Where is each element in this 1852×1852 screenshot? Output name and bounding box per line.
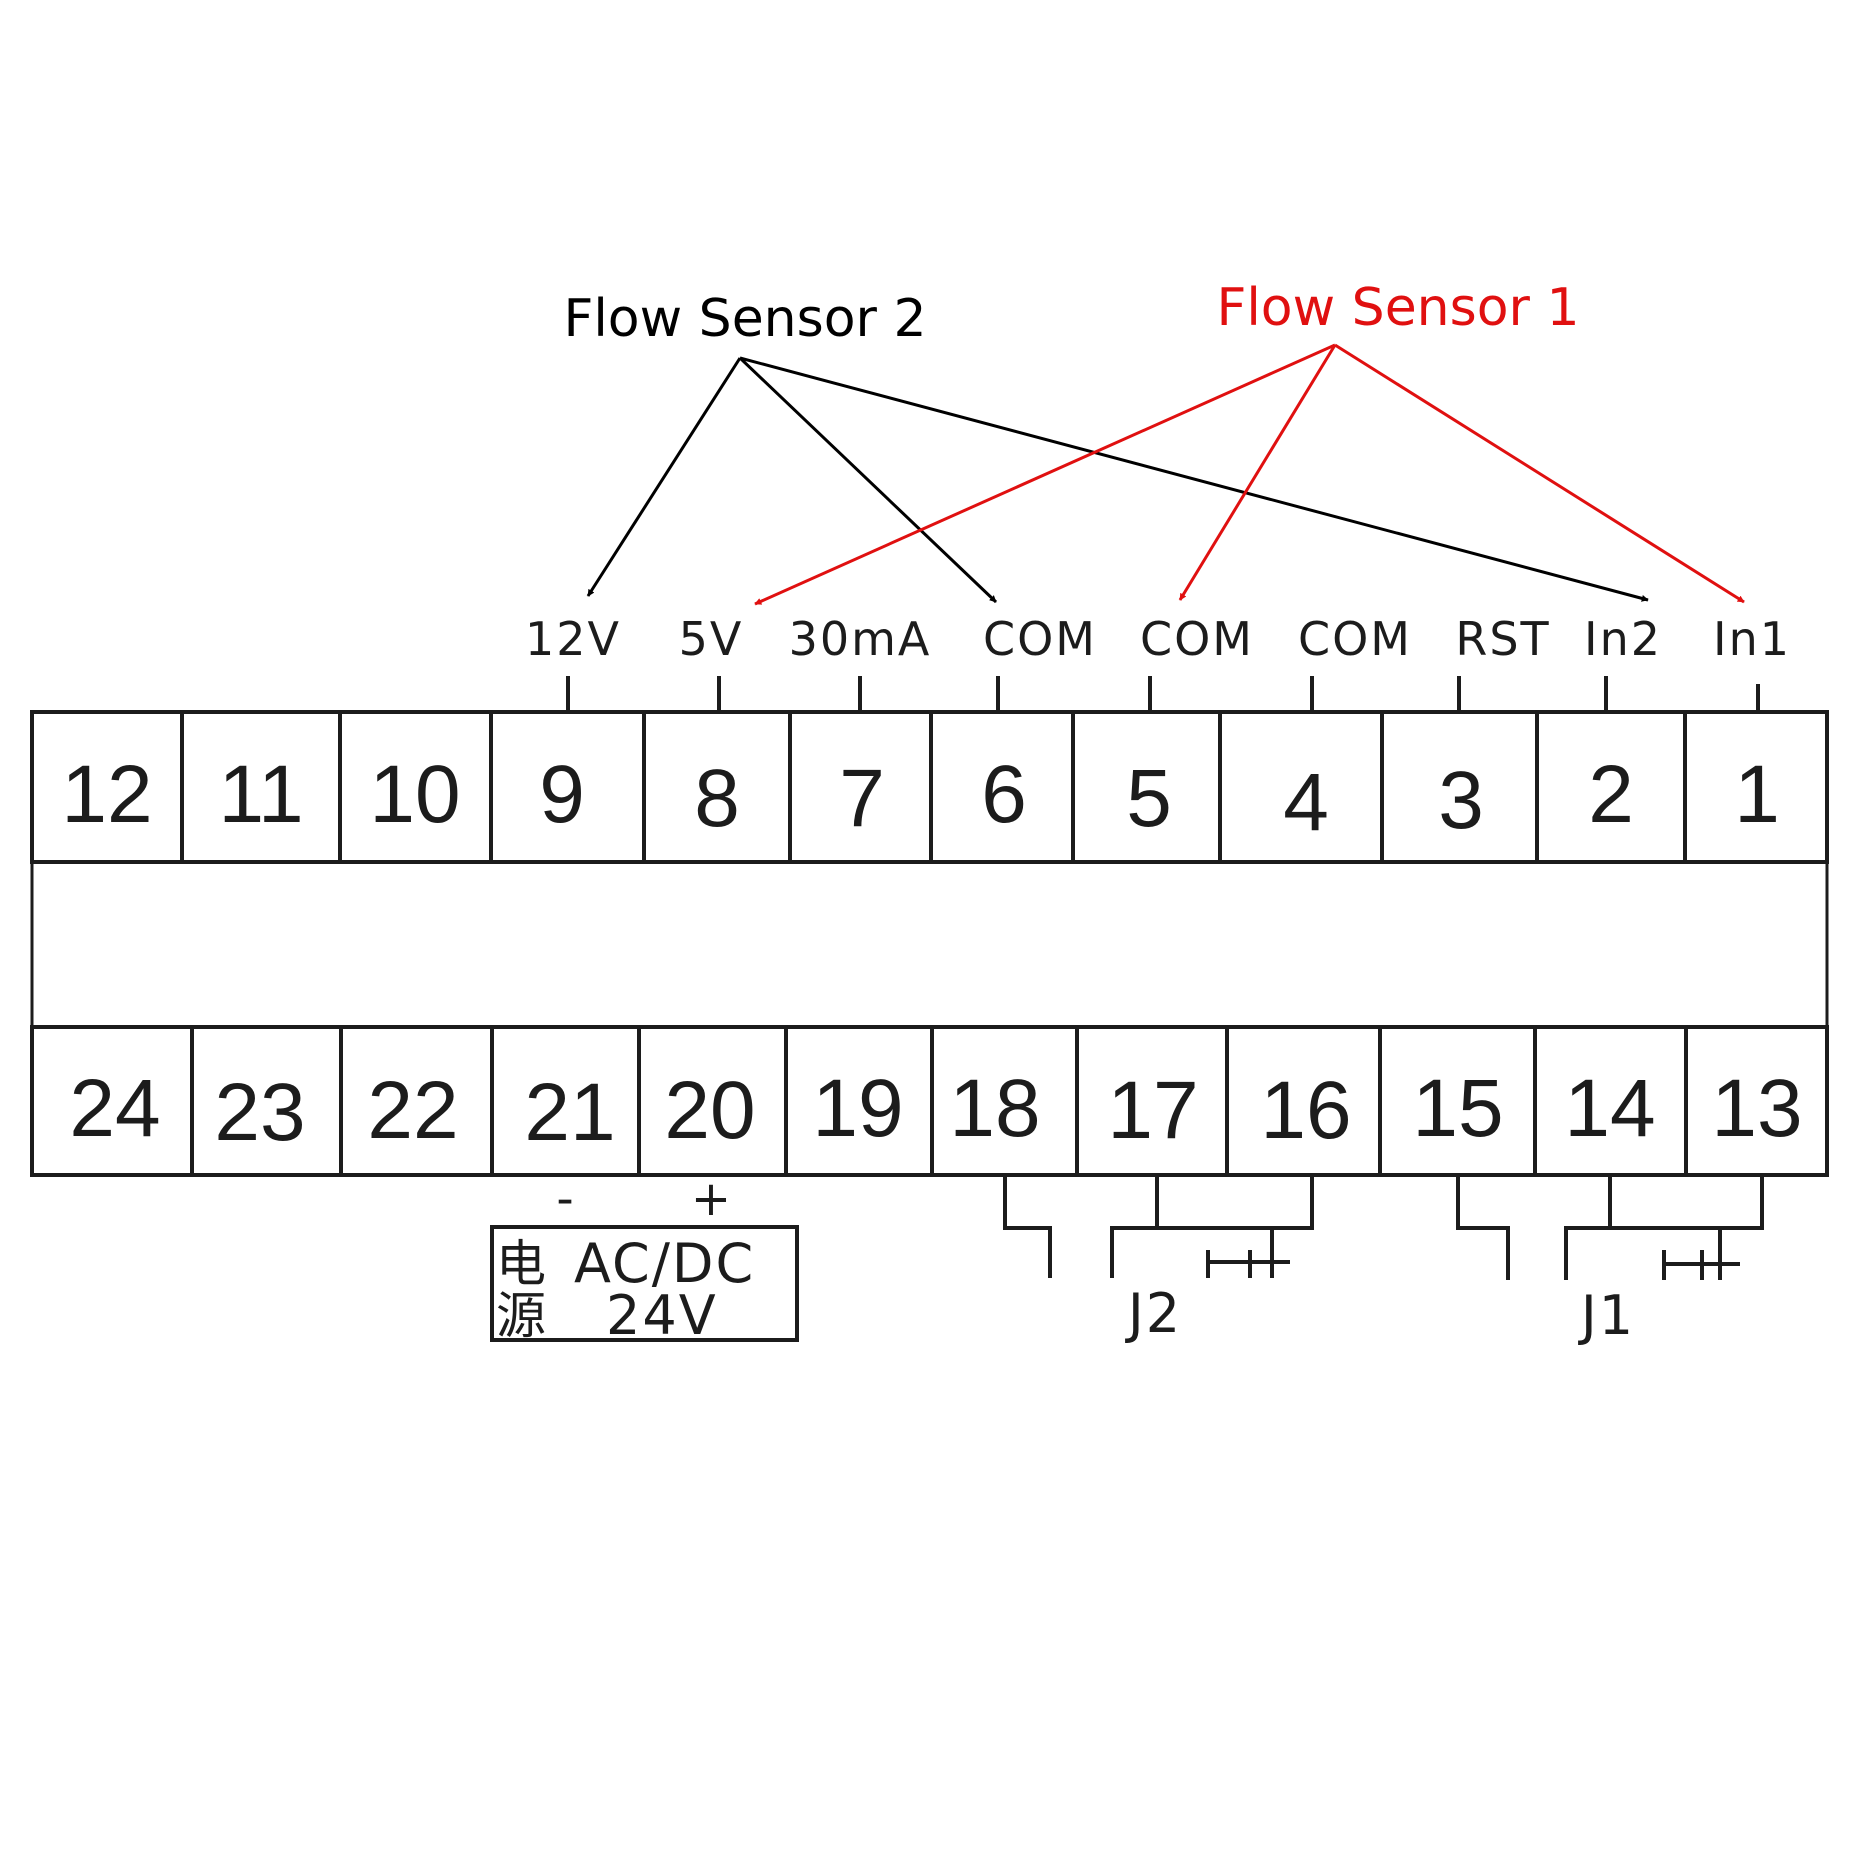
j1-wire-15 <box>1456 1175 1510 1280</box>
arrow-sensor2-to-com <box>738 356 998 604</box>
pin-label-in2: In2 <box>1584 612 1662 666</box>
terminal-21 <box>490 1025 641 1177</box>
terminal-number-16: 16 <box>1260 1065 1351 1156</box>
power-plus-label: + <box>691 1171 731 1227</box>
terminal-20 <box>637 1025 788 1177</box>
terminal-number-22: 22 <box>367 1065 458 1156</box>
terminal-8 <box>642 710 792 864</box>
terminal-10 <box>338 710 493 864</box>
terminal-number-19: 19 <box>812 1063 903 1154</box>
terminal-13 <box>1684 1025 1829 1177</box>
terminal-16 <box>1225 1025 1382 1177</box>
relay-j2-label: J2 <box>1125 1282 1182 1345</box>
arrow-sensor1-to-com <box>1178 344 1337 601</box>
flow-sensor-1-arrows <box>754 343 1745 606</box>
pin-label-in1: In1 <box>1713 612 1791 666</box>
terminal-2 <box>1535 710 1687 864</box>
pin-label-com-5: COM <box>1140 612 1254 666</box>
terminal-5 <box>1071 710 1222 864</box>
terminal-number-24: 24 <box>69 1063 160 1154</box>
terminal-19 <box>784 1025 934 1177</box>
terminal-7 <box>788 710 933 864</box>
power-supply-box: 电 源 AC/DC 24V <box>490 1225 799 1347</box>
j2-left-drop <box>1110 1226 1157 1278</box>
terminal-number-12: 12 <box>61 749 152 840</box>
terminal-number-3: 3 <box>1438 755 1484 846</box>
terminal-block-body <box>30 860 1829 1029</box>
terminal-number-4: 4 <box>1283 757 1329 848</box>
flow-sensor-1-label: Flow Sensor 1 <box>1216 278 1579 338</box>
terminal-number-23: 23 <box>214 1067 305 1158</box>
pin-label-12v: 12V <box>525 612 621 666</box>
terminal-number-5: 5 <box>1126 753 1172 844</box>
arrow-sensor1-to-5v <box>754 343 1336 606</box>
terminal-1 <box>1683 710 1829 864</box>
terminal-11 <box>180 710 342 864</box>
j1-left-drop <box>1564 1226 1610 1280</box>
power-char-top: 电 <box>496 1235 546 1293</box>
terminal-23 <box>190 1025 343 1177</box>
pin-label-com-4: COM <box>1298 612 1412 666</box>
j1-right-drop <box>1718 1226 1762 1280</box>
j1-common-bar <box>1566 1175 1764 1230</box>
pin-label-30ma: 30mA <box>789 612 932 666</box>
terminal-6 <box>929 710 1075 864</box>
terminal-number-7: 7 <box>839 753 885 844</box>
j2-right-drop <box>1270 1226 1312 1278</box>
top-terminal-row: 12 11 10 9 8 7 6 5 4 3 2 1 <box>30 710 1829 864</box>
relay-j1-label: J1 <box>1578 1284 1635 1347</box>
arrow-sensor1-to-in1 <box>1334 343 1745 604</box>
power-minus-label: - <box>556 1171 573 1227</box>
terminal-number-10: 10 <box>369 749 460 840</box>
terminal-9 <box>489 710 646 864</box>
relay-j2-contacts <box>1003 1175 1314 1278</box>
terminal-number-2: 2 <box>1588 749 1634 840</box>
terminal-4 <box>1218 710 1384 864</box>
terminal-number-13: 13 <box>1711 1063 1802 1154</box>
terminal-22 <box>339 1025 494 1177</box>
j2-common-bar <box>1112 1175 1314 1230</box>
pin-label-rst: RST <box>1455 612 1550 666</box>
power-type-label: AC/DC <box>574 1232 755 1295</box>
terminal-number-8: 8 <box>694 753 740 844</box>
terminal-3 <box>1380 710 1539 864</box>
terminal-number-6: 6 <box>981 749 1027 840</box>
arrow-sensor2-to-in2 <box>739 356 1649 602</box>
terminal-number-11: 11 <box>218 749 303 840</box>
pin-label-com-6: COM <box>983 612 1097 666</box>
terminal-24 <box>30 1025 194 1177</box>
terminal-number-9: 9 <box>539 749 585 840</box>
terminal-number-21: 21 <box>524 1067 615 1158</box>
arrow-sensor2-to-12v <box>586 357 742 597</box>
terminal-number-20: 20 <box>664 1065 755 1156</box>
terminal-17 <box>1075 1025 1229 1177</box>
power-box-frame <box>490 1225 799 1342</box>
terminal-number-17: 17 <box>1107 1065 1198 1156</box>
pin-stubs <box>566 676 1760 712</box>
j2-wire-18 <box>1003 1175 1052 1278</box>
terminal-number-1: 1 <box>1734 749 1780 840</box>
relay-j1-contacts <box>1456 1175 1764 1280</box>
terminal-number-15: 15 <box>1412 1063 1503 1154</box>
terminal-number-18: 18 <box>949 1063 1040 1154</box>
pin-label-5v: 5V <box>679 612 744 666</box>
terminal-number-14: 14 <box>1564 1063 1655 1154</box>
flow-sensor-2-label: Flow Sensor 2 <box>563 289 926 349</box>
power-char-bottom: 源 <box>496 1287 546 1345</box>
flow-sensor-2-arrows <box>586 356 1649 604</box>
bottom-terminal-row: 24 23 22 21 20 19 18 17 16 15 14 13 <box>30 1025 1829 1177</box>
power-voltage-label: 24V <box>606 1284 718 1347</box>
